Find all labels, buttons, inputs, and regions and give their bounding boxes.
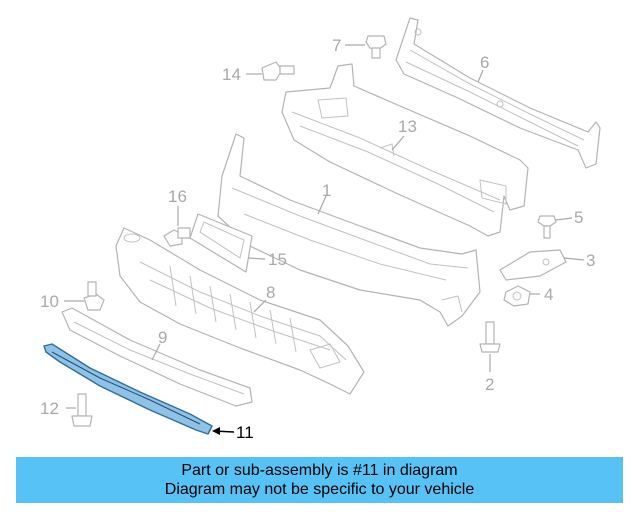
callout-15: 15 [268,250,287,269]
part-14-bolt [261,61,295,81]
part-3-bracket [499,249,567,281]
leader-lines [64,44,585,435]
banner-line-1: Part or sub-assembly is #11 in diagram [181,462,458,479]
part-9-lower-trim [61,307,253,407]
callout-13: 13 [398,117,417,136]
part-11-lower-molding [43,343,213,435]
part-2-stud [479,321,501,353]
part-16-bolt [163,227,191,247]
part-8-lower-valance [115,227,365,395]
callout-labels: 1 2 3 4 5 6 7 8 9 10 11 12 13 14 15 16 [40,36,595,442]
part-13-reinforcement-beam [281,63,529,237]
part-7-push-clip [365,35,387,59]
part-6-upper-bracket [395,17,601,169]
part-10-clip [83,281,105,311]
info-banner: Part or sub-assembly is #11 in diagram D… [16,457,623,503]
banner-line-2: Diagram may not be specific to your vehi… [164,481,475,498]
part-1-bumper-cover [217,133,481,327]
callout-8: 8 [266,283,275,302]
callout-5: 5 [574,208,583,227]
part-15-license-bracket [189,213,253,273]
callout-7: 7 [332,36,341,55]
callout-16: 16 [168,187,187,206]
callout-10: 10 [40,292,59,311]
part-12-stud [71,393,93,427]
callout-9: 9 [158,328,167,347]
callout-3: 3 [586,251,595,270]
part-4-nut [503,285,531,307]
callout-4: 4 [544,285,553,304]
callout-12: 12 [40,399,59,418]
part-5-clip [537,215,557,239]
callout-2: 2 [485,375,494,394]
callout-1: 1 [322,181,331,200]
callout-11: 11 [236,423,254,442]
callout-6: 6 [480,53,489,72]
callout-14: 14 [222,65,241,84]
